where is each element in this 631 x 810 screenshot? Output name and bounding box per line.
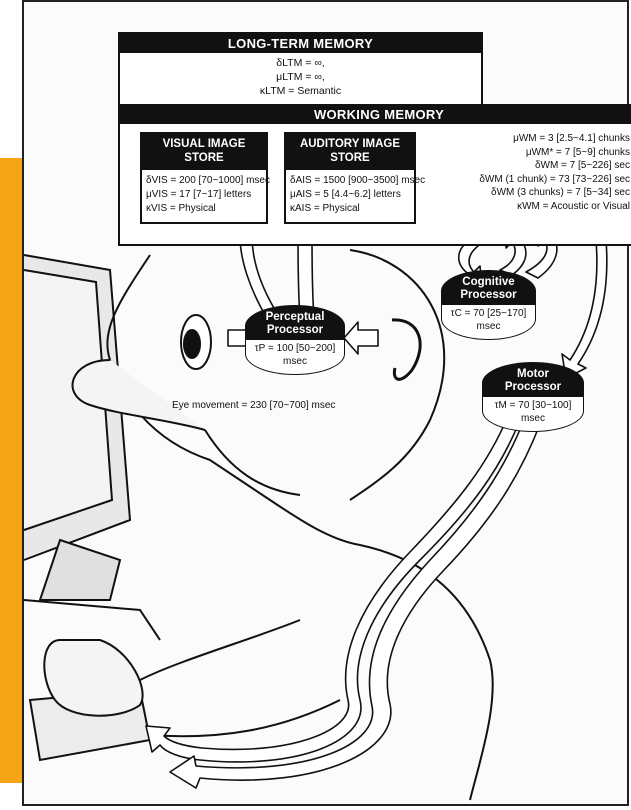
ltm-params: δLTM = ∞, μLTM = ∞, κLTM = Semantic xyxy=(120,56,481,98)
perceptual-processor: Perceptual Processor τP = 100 [50~200] m… xyxy=(245,305,345,375)
cognitive-cycle-time: τC = 70 [25~170] xyxy=(444,307,533,320)
cognitive-unit: msec xyxy=(444,320,533,333)
perceptual-processor-time: τP = 100 [50~200] msec xyxy=(245,340,345,375)
perceptual-unit: msec xyxy=(248,355,342,368)
perceptual-cycle-time: τP = 100 [50~200] xyxy=(248,342,342,355)
chin xyxy=(205,430,300,495)
wm-params: μWM = 3 [2.5~4.1] chunks μWM* = 7 [5~9] … xyxy=(479,132,630,213)
eye-movement-label: Eye movement = 230 [70~700] msec xyxy=(172,400,335,411)
ais-params: δAIS = 1500 [900~3500] msec μAIS = 5 [4.… xyxy=(286,170,414,216)
hand xyxy=(44,640,142,716)
vis-title: VISUAL IMAGE STORE xyxy=(142,134,266,170)
vis-param-decay: δVIS = 200 [70~1000] msec xyxy=(146,174,263,188)
wm-param-capacity: μWM = 3 [2.5~4.1] chunks xyxy=(479,132,630,146)
wm-param-code: κWM = Acoustic or Visual xyxy=(479,200,630,214)
motor-title-line2: Processor xyxy=(484,381,582,394)
wm-param-decay-3chunks: δWM (3 chunks) = 7 [5~34] sec xyxy=(479,186,630,200)
wm-param-decay-1chunk: δWM (1 chunk) = 73 [73~226] sec xyxy=(479,173,630,187)
arm-line-2 xyxy=(150,700,340,736)
perceptual-processor-title: Perceptual Processor xyxy=(245,305,345,340)
cognitive-title-line1: Cognitive xyxy=(443,276,534,289)
cognitive-processor-title: Cognitive Processor xyxy=(441,270,536,305)
visual-image-store: VISUAL IMAGE STORE δVIS = 200 [70~1000] … xyxy=(140,132,268,224)
pupil xyxy=(184,330,200,358)
back-of-head xyxy=(350,250,444,500)
ltm-param-code: κLTM = Semantic xyxy=(120,84,481,98)
ais-title-line1: AUDITORY IMAGE xyxy=(288,137,412,151)
ltm-param-capacity: μLTM = ∞, xyxy=(120,70,481,84)
ais-title: AUDITORY IMAGE STORE xyxy=(286,134,414,170)
long-term-memory-box: LONG-TERM MEMORY δLTM = ∞, μLTM = ∞, κLT… xyxy=(118,32,483,106)
wm-param-capacity-star: μWM* = 7 [5~9] chunks xyxy=(479,146,630,160)
motor-cycle-time: τM = 70 [30~100] xyxy=(485,399,581,412)
ear xyxy=(392,320,420,379)
cognitive-title-line2: Processor xyxy=(443,289,534,302)
wm-param-decay: δWM = 7 [5~226] sec xyxy=(479,159,630,173)
ais-param-code: κAIS = Physical xyxy=(290,202,411,216)
arm-line xyxy=(140,620,300,680)
vis-param-capacity: μVIS = 17 [7~17] letters xyxy=(146,188,263,202)
vis-title-line1: VISUAL IMAGE xyxy=(144,137,264,151)
cognitive-processor: Cognitive Processor τC = 70 [25~170] mse… xyxy=(441,270,536,340)
arrow-ear-to-perceptual xyxy=(344,322,378,354)
motor-processor: Motor Processor τM = 70 [30~100] msec xyxy=(482,362,584,432)
working-memory-box: WORKING MEMORY VISUAL IMAGE STORE δVIS =… xyxy=(118,104,631,246)
motor-processor-time: τM = 70 [30~100] msec xyxy=(482,397,584,432)
wm-title: WORKING MEMORY xyxy=(120,106,631,124)
vis-param-code: κVIS = Physical xyxy=(146,202,263,216)
vis-params: δVIS = 200 [70~1000] msec μVIS = 17 [7~1… xyxy=(142,170,266,216)
perceptual-title-line2: Processor xyxy=(247,324,343,337)
ltm-title: LONG-TERM MEMORY xyxy=(120,34,481,53)
ltm-param-decay: δLTM = ∞, xyxy=(120,56,481,70)
ais-param-capacity: μAIS = 5 [4.4~6.2] letters xyxy=(290,188,411,202)
arrow-wm-to-motor xyxy=(562,240,607,378)
motor-processor-title: Motor Processor xyxy=(482,362,584,397)
desk-edge xyxy=(24,600,160,640)
ais-title-line2: STORE xyxy=(288,151,412,165)
perceptual-title-line1: Perceptual xyxy=(247,311,343,324)
vis-title-line2: STORE xyxy=(144,151,264,165)
motor-title-line1: Motor xyxy=(484,368,582,381)
auditory-image-store: AUDITORY IMAGE STORE δAIS = 1500 [900~35… xyxy=(284,132,416,224)
cognitive-processor-time: τC = 70 [25~170] msec xyxy=(441,305,536,340)
arrow-motor-to-hand xyxy=(146,416,520,762)
motor-unit: msec xyxy=(485,412,581,425)
ais-param-decay: δAIS = 1500 [900~3500] msec xyxy=(290,174,411,188)
